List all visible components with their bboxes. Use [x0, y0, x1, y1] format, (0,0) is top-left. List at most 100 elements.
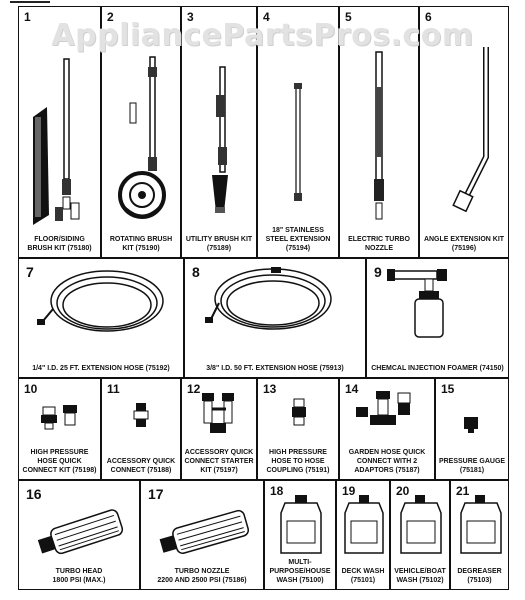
hose-50ft-illustration: [205, 267, 332, 330]
part-name: ACCESSORY QUICK CONNECT: [106, 458, 176, 474]
part-name: ROTATING BRUSH KIT: [109, 236, 173, 252]
part-caption: HIGH PRESSURE HOSE QUICK CONNECT KIT (75…: [21, 448, 98, 475]
part-caption: 3/8" I.D. 50 ft. EXTENSION HOSE (75913): [187, 364, 363, 373]
part-cell-1[interactable]: 1 FLOOR/SIDING BRUSH KIT (75180): [18, 6, 101, 258]
part-number: 2: [107, 10, 114, 24]
part-pn: (75101): [350, 577, 376, 584]
part-number: 6: [425, 10, 432, 24]
part-name: PRESSURE GAUGE: [438, 458, 506, 465]
part-cell-13[interactable]: 13 HIGH PRESSURE HOSE TO HOSE COUPLING (…: [257, 378, 339, 480]
part-number: 15: [441, 382, 455, 396]
part-number: 7: [26, 264, 34, 280]
part-number: 16: [26, 486, 42, 502]
part-cell-21[interactable]: 21 DEGREASER (75103): [450, 480, 509, 590]
jug-illustration: [400, 495, 442, 554]
part-cell-17[interactable]: 17 TURBO NOZZLE 2200 and 2500 PSI (75186…: [140, 480, 264, 590]
part-number: 20: [396, 484, 410, 498]
part-caption: TURBO NOZZLE 2200 and 2500 PSI (75186): [143, 567, 261, 585]
part-pn: (75191): [305, 467, 330, 474]
foamer-illustration: [387, 269, 447, 338]
part-pn: 1800 PSI (max.): [52, 577, 106, 584]
part-name: TURBO NOZZLE: [174, 568, 230, 575]
part-pn: (75181): [459, 467, 485, 474]
part-number: 18: [270, 484, 284, 498]
part-caption: PRESSURE GAUGE (75181): [438, 457, 506, 475]
part-name: DEGREASER: [457, 568, 502, 575]
part-cell-9[interactable]: 9 CHEMCAL INJECTION FOAMER (74150): [366, 258, 509, 378]
angle-extension-illustration: [452, 47, 489, 213]
part-cell-12[interactable]: 12 ACCESSORY QUICK CONNECT STARTER KIT (…: [181, 378, 257, 480]
part-cell-2[interactable]: 2 ROTATING BRUSH KIT (75190): [101, 6, 181, 258]
part-number: 17: [148, 486, 164, 502]
part-cell-7[interactable]: 7 1/4" I.D. 25 ft. EXTENSION HOSE (75192…: [18, 258, 184, 378]
part-number: 4: [263, 10, 270, 24]
part-pn: 2200 and 2500 PSI (75186): [157, 577, 247, 584]
turbo-head-illustration: [37, 509, 124, 555]
part-name: TURBO HEAD: [55, 568, 103, 575]
part-pn: (75196): [451, 245, 477, 252]
part-name: ELECTRIC TURBO NOZZLE: [348, 236, 410, 252]
part-cell-8[interactable]: 8 3/8" I.D. 50 ft. EXTENSION HOSE (75913…: [184, 258, 366, 378]
part-name: CHEMCAL INJECTION FOAMER: [371, 365, 478, 372]
part-caption: ACCESSORY QUICK CONNECT STARTER KIT (751…: [184, 448, 254, 475]
pressure-gauge-illustration: [464, 417, 478, 433]
part-cell-6[interactable]: 6 ANGLE EXTENSION KIT (75196): [419, 6, 509, 258]
part-caption: DEGREASER (75103): [453, 567, 506, 585]
hose-25ft-illustration: [37, 270, 164, 332]
part-caption: ANGLE EXTENSION KIT (75196): [422, 235, 506, 253]
floor-brush-illustration: [33, 58, 80, 225]
part-cell-4[interactable]: 4 18" STAINLESS STEEL EXTENSION (75194): [257, 6, 339, 258]
part-cell-16[interactable]: 16 TURBO HEAD 1800 PSI (max.): [18, 480, 140, 590]
part-cell-20[interactable]: 20 VEHICLE/BOAT WASH (75102): [390, 480, 450, 590]
part-caption: UTILITY BRUSH KIT (75189): [184, 235, 254, 253]
part-name: 18" STAINLESS STEEL EXTENSION: [265, 227, 331, 243]
accessory-quick-connect-illustration: [133, 403, 149, 427]
part-name: UTILITY BRUSH KIT: [185, 236, 253, 243]
part-cell-15[interactable]: 15 PRESSURE GAUGE (75181): [435, 378, 509, 480]
part-cell-3[interactable]: 3 UTILITY BRUSH KIT (75189): [181, 6, 257, 258]
part-number: 11: [107, 382, 120, 396]
quick-connect-kit-illustration: [41, 405, 77, 430]
part-name: DECK WASH: [341, 568, 385, 575]
part-pn: (75100): [299, 577, 324, 584]
part-name: GARDEN HOSE QUICK CONNECT WITH 2 ADAPTOR…: [348, 449, 426, 474]
part-caption: ELECTRIC TURBO NOZZLE: [342, 235, 416, 253]
part-cell-14[interactable]: 14 GARDEN HOSE QUICK CONNECT WITH 2 ADAP…: [339, 378, 435, 480]
part-caption: MULTI-PURPOSE/HOUSE WASH (75100): [267, 558, 333, 585]
part-name: VEHICLE/BOAT WASH: [394, 568, 446, 584]
part-name: HIGH PRESSURE HOSE TO HOSE COUPLING: [266, 449, 327, 474]
part-cell-11[interactable]: 11 ACCESSORY QUICK CONNECT (75188): [101, 378, 181, 480]
part-name: HIGH PRESSURE HOSE QUICK CONNECT KIT: [22, 449, 89, 474]
part-pn: (74150): [479, 365, 504, 372]
part-number: 8: [192, 264, 200, 280]
part-caption: VEHICLE/BOAT WASH (75102): [393, 567, 447, 585]
part-pn: (75194): [285, 245, 311, 252]
part-caption: ROTATING BRUSH KIT (75190): [104, 235, 178, 253]
part-cell-18[interactable]: 18 MULTI-PURPOSE/HOUSE WASH (75100): [264, 480, 336, 590]
part-caption: DECK WASH (75101): [339, 567, 387, 585]
part-number: 9: [374, 264, 382, 280]
part-pn: (75189): [206, 245, 232, 252]
part-cell-19[interactable]: 19 DECK WASH (75101): [336, 480, 390, 590]
garden-hose-adaptors-illustration: [356, 391, 411, 425]
part-number: 10: [24, 382, 38, 396]
turbo-nozzle-illustration: [159, 509, 250, 554]
jug-illustration: [460, 495, 502, 554]
part-caption: HIGH PRESSURE HOSE TO HOSE COUPLING (751…: [260, 448, 336, 475]
part-number: 3: [187, 10, 194, 24]
part-pn: (75198): [72, 467, 97, 474]
part-name: 3/8" I.D. 50 ft. EXTENSION HOSE: [206, 365, 318, 372]
part-number: 19: [342, 484, 356, 498]
part-pn: (75913): [319, 365, 344, 372]
part-name: FLOOR/SIDING BRUSH KIT: [27, 236, 85, 252]
part-caption: GARDEN HOSE QUICK CONNECT WITH 2 ADAPTOR…: [342, 448, 432, 475]
part-pn: (75103): [467, 577, 492, 584]
part-cell-5[interactable]: 5 ELECTRIC TURBO NOZZLE: [339, 6, 419, 258]
electric-turbo-nozzle-illustration: [374, 51, 384, 220]
part-cell-10[interactable]: 10 HIGH PRESSURE HOSE QUICK CONNECT KIT …: [18, 378, 101, 480]
rotating-brush-illustration: [118, 56, 166, 219]
part-name: ANGLE EXTENSION KIT: [423, 236, 505, 243]
part-name: 1/4" I.D. 25 ft. EXTENSION HOSE: [32, 365, 144, 372]
part-pn: (75102): [419, 577, 444, 584]
